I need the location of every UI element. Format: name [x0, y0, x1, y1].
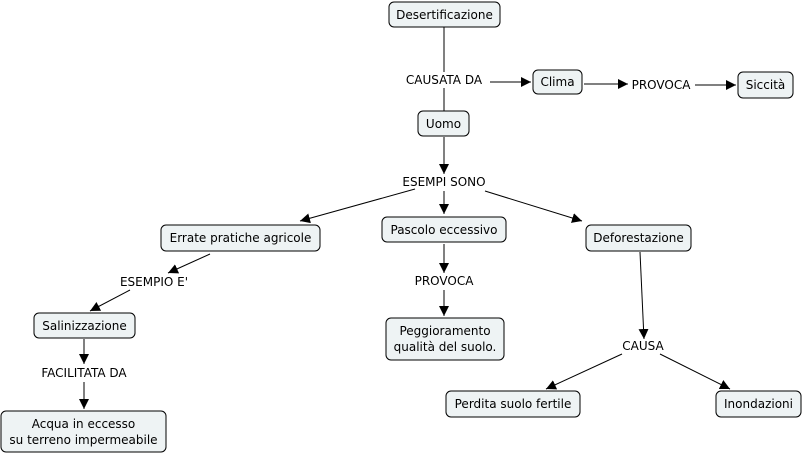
edge-causa-perdita [545, 353, 623, 390]
node-perdita[interactable]: Perdita suolo fertile [445, 390, 581, 418]
edge-errate-esempio-e [167, 253, 211, 274]
node-deforestazione[interactable]: Deforestazione [585, 224, 692, 252]
node-uomo-label: Uomo [426, 117, 461, 131]
edge-esempi-errate [299, 188, 416, 224]
node-pascolo-label: Pascolo eccessivo [391, 223, 498, 237]
node-acqua-line-2: su terreno impermeabile [9, 433, 157, 447]
node-acqua-line-1: Acqua in eccesso [32, 417, 136, 431]
edges [79, 27, 736, 409]
node-desertificazione-label: Desertificazione [396, 8, 493, 22]
edge-esempi-deforestazione [484, 190, 583, 223]
node-clima[interactable]: Clima [532, 69, 583, 95]
node-pascolo[interactable]: Pascolo eccessivo [381, 216, 507, 243]
link-esempio-e: ESEMPIO E' [120, 275, 188, 289]
node-peggioramento[interactable]: Peggioramento qualità del suolo. [385, 317, 505, 361]
edge-causa-inondazioni [659, 353, 731, 390]
link-provoca-pascolo: PROVOCA [415, 274, 475, 288]
link-causa: CAUSA [622, 339, 664, 353]
node-salinizzazione-label: Salinizzazione [42, 319, 127, 333]
node-inondazioni[interactable]: Inondazioni [715, 390, 802, 418]
node-clima-label: Clima [540, 75, 574, 89]
link-provoca-clima: PROVOCA [632, 78, 692, 92]
node-peggioramento-line-2: qualità del suolo. [394, 340, 497, 354]
node-salinizzazione[interactable]: Salinizzazione [33, 312, 136, 339]
node-siccita-label: Siccità [746, 78, 786, 92]
node-errate-pratiche-label: Errate pratiche agricole [170, 231, 312, 245]
edge-deforestazione-causa [638, 251, 649, 340]
link-facilitata-da: FACILITATA DA [41, 366, 127, 380]
edge-esempio-e-salinizzazione [89, 289, 131, 312]
node-acqua[interactable]: Acqua in eccesso su terreno impermeabile [0, 410, 167, 453]
link-causata-da: CAUSATA DA [406, 73, 483, 87]
link-esempi-sono: ESEMPI SONO [402, 175, 485, 189]
node-desertificazione[interactable]: Desertificazione [388, 1, 501, 28]
node-deforestazione-label: Deforestazione [593, 231, 684, 245]
node-peggioramento-line-1: Peggioramento [399, 324, 490, 338]
node-siccita[interactable]: Siccità [737, 71, 794, 99]
node-inondazioni-label: Inondazioni [724, 397, 793, 411]
node-errate-pratiche[interactable]: Errate pratiche agricole [160, 224, 321, 252]
node-uomo[interactable]: Uomo [417, 110, 470, 137]
link-labels: CAUSATA DA PROVOCA ESEMPI SONO ESEMPIO E… [41, 73, 691, 380]
node-perdita-label: Perdita suolo fertile [455, 397, 572, 411]
